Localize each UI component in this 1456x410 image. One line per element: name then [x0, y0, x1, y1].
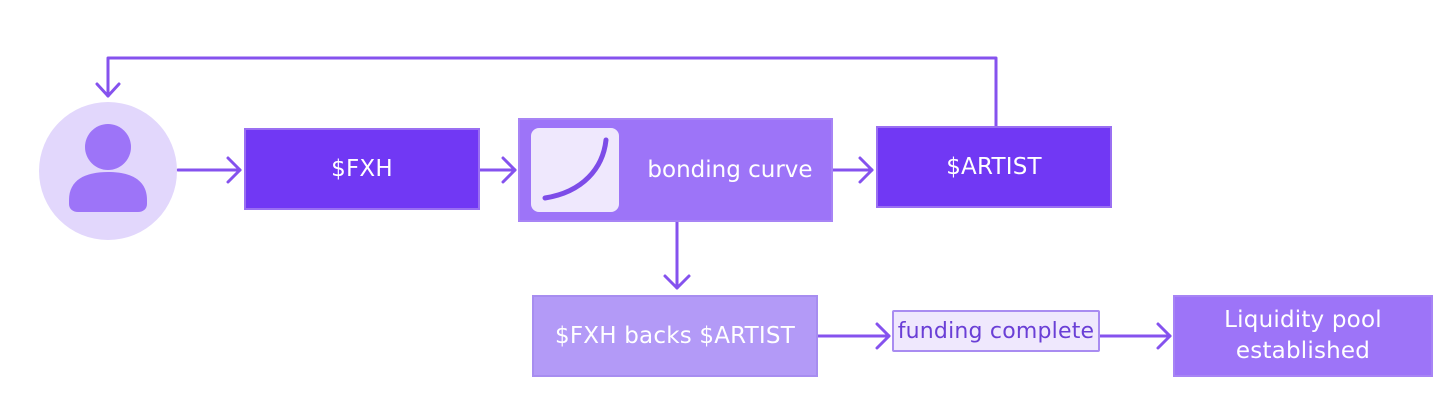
arrow-curve-to-artist-head: [858, 156, 874, 184]
fxh-backs-artist-label: $FXH backs $ARTIST: [555, 322, 795, 349]
loop-back-arrowhead: [95, 82, 121, 98]
arrow-user-to-fxh-head: [226, 156, 242, 184]
funding-complete-box: funding complete: [892, 310, 1100, 352]
artist-token-box: $ARTIST: [876, 126, 1112, 208]
curve-icon: [531, 128, 619, 212]
arrow-backs-to-funding-head: [875, 322, 891, 350]
fxh-token-label: $FXH: [331, 155, 393, 182]
fxh-token-box: $FXH: [244, 128, 480, 210]
liquidity-pool-box: Liquidity pool established: [1173, 295, 1433, 377]
arrow-funding-to-pool-head: [1156, 322, 1172, 350]
liquidity-pool-label-line2: established: [1235, 338, 1371, 364]
user-avatar: [39, 102, 177, 240]
loop-back-arrow: [106, 56, 998, 128]
fxh-backs-artist-box: $FXH backs $ARTIST: [532, 295, 818, 377]
bonding-curve-label: bonding curve: [647, 157, 813, 183]
user-icon: [69, 124, 147, 212]
arrow-fxh-to-curve-head: [501, 156, 517, 184]
artist-token-label: $ARTIST: [946, 153, 1042, 180]
funding-complete-label: funding complete: [897, 318, 1095, 344]
arrow-curve-to-backs-head: [663, 274, 691, 290]
liquidity-pool-label-line1: Liquidity pool: [1224, 307, 1382, 333]
